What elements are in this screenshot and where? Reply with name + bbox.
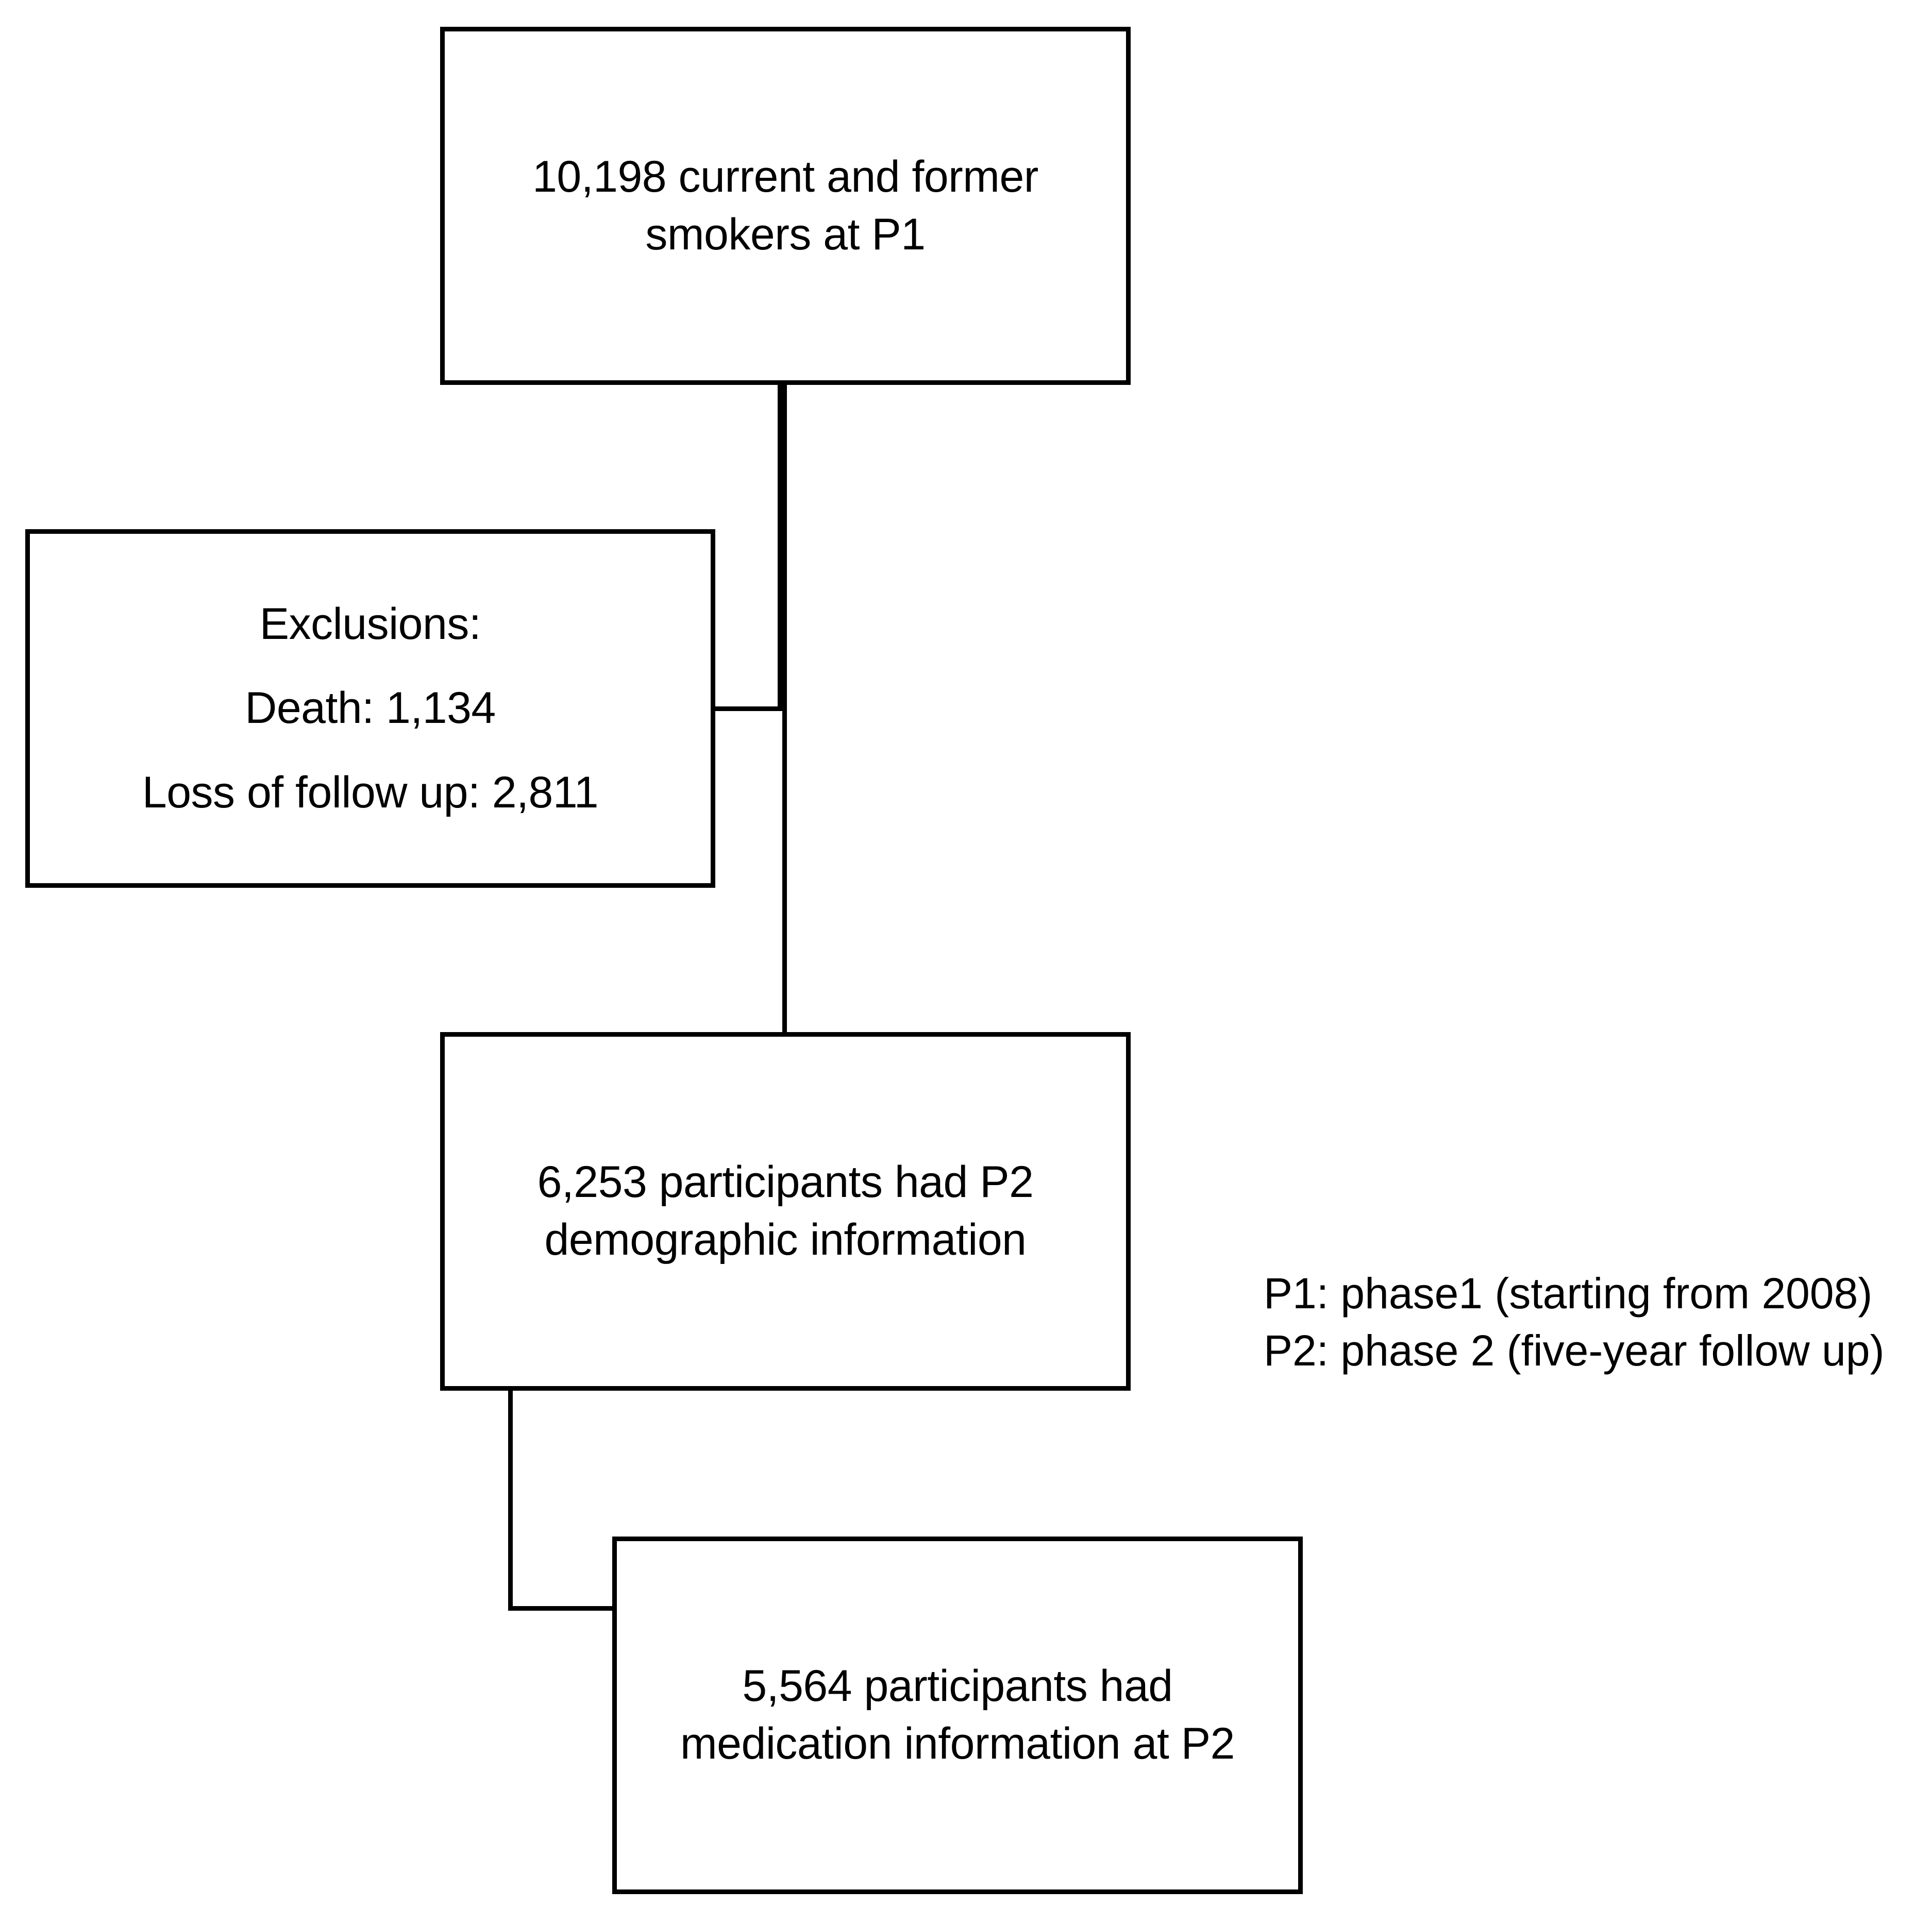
connector-top-to-middle-vertical [782, 385, 787, 1033]
enrollment-box-text: 10,198 current and former smokers at P1 [532, 151, 1038, 259]
legend-line-p1: P1: phase1 (starting from 2008) [1264, 1269, 1873, 1318]
connector-exclusions-horizontal [711, 706, 783, 711]
medication-box-text: 5,564 participants had medication inform… [680, 1661, 1235, 1768]
demographics-box: 6,253 participants had P2 demographic in… [440, 1032, 1131, 1391]
enrollment-box: 10,198 current and former smokers at P1 [440, 27, 1131, 385]
connector-middle-to-bottom-horizontal [508, 1606, 614, 1611]
exclusions-box-text: Exclusions: Death: 1,134 Loss of follow … [142, 599, 599, 817]
connector-middle-to-bottom-vertical [508, 1390, 513, 1611]
phase-legend: P1: phase1 (starting from 2008) P2: phas… [1264, 1265, 1885, 1379]
medication-box: 5,564 participants had medication inform… [612, 1537, 1303, 1894]
demographics-box-text: 6,253 participants had P2 demographic in… [537, 1157, 1034, 1264]
exclusions-box: Exclusions: Death: 1,134 Loss of follow … [25, 529, 715, 888]
legend-line-p2: P2: phase 2 (five-year follow up) [1264, 1326, 1885, 1375]
connector-top-to-exclusions-vertical [778, 385, 782, 711]
